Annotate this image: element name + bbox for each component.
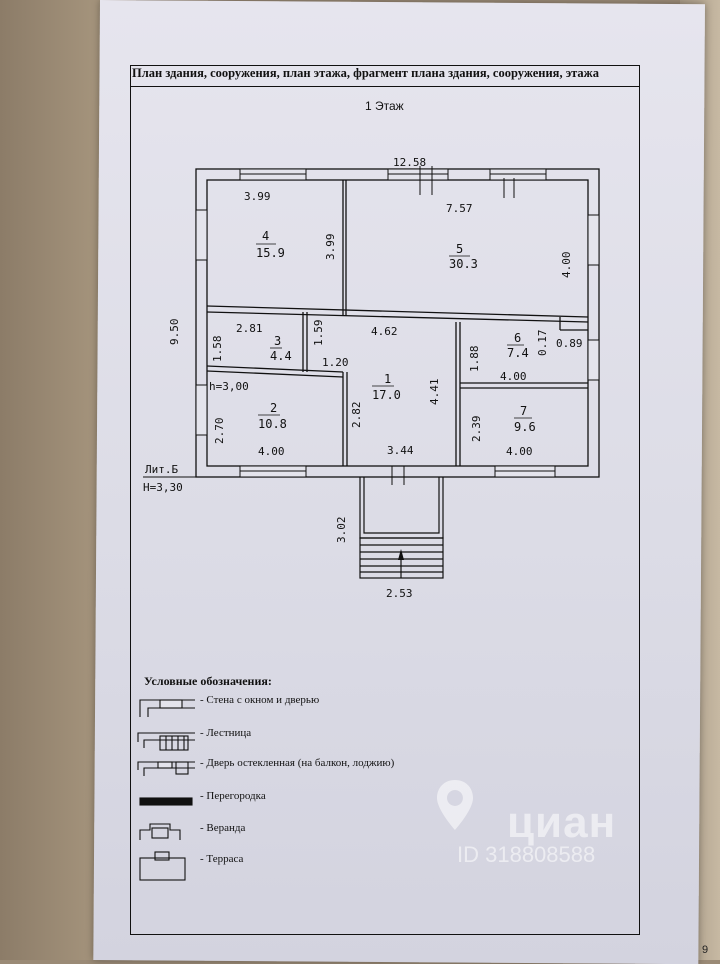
dim-r2-bottom: 4.00 (258, 445, 285, 458)
room-number: 2 (270, 401, 277, 415)
location-pin-icon (437, 780, 473, 830)
dim-r2-side: 2.70 (213, 418, 226, 445)
room-number: 1 (384, 372, 391, 386)
room-number: 4 (262, 229, 269, 243)
window (587, 339, 600, 381)
document-title: План здания, сооружения, план этажа, фра… (132, 66, 599, 80)
room-area: 7.4 (507, 346, 529, 360)
dim-r1-left: 2.82 (350, 402, 363, 429)
dim-r6-right: 0.17 (536, 330, 549, 357)
legend-partition-symbol (139, 797, 193, 806)
window (195, 209, 208, 261)
page-number: 9 (702, 944, 709, 956)
dim-r1-small: 1.20 (322, 356, 349, 369)
dim-r1-side: 4.41 (428, 379, 441, 406)
legend-glazed-door-symbol (137, 761, 195, 776)
dim-r1-bottom: 3.44 (387, 444, 414, 457)
dim-r6-bottom: 4.00 (500, 370, 527, 383)
room-area: 10.8 (258, 417, 287, 431)
background-left (0, 0, 110, 960)
dim-porch-depth: 3.02 (335, 517, 348, 544)
legend-title: Условные обозначения: (144, 674, 272, 688)
window (587, 214, 600, 266)
document-frame (130, 65, 640, 935)
room-area: 17.0 (372, 388, 401, 402)
lit-label: Лит.Б (145, 463, 178, 476)
dim-r3-width: 2.81 (236, 322, 263, 335)
dim-r6-left: 1.88 (468, 346, 481, 373)
legend-veranda-symbol (139, 823, 181, 840)
legend-item-stairs: - Лестница (200, 727, 252, 739)
dim-r3-right: 1.59 (312, 320, 325, 347)
dim-left: 9.50 (168, 319, 181, 346)
dim-r5-top: 7.57 (446, 202, 473, 215)
dim-top: 12.58 (393, 156, 426, 169)
legend-item-glazed-door: - Дверь остекленная (на балкон, лоджию) (200, 757, 395, 769)
room-area: 9.6 (514, 420, 536, 434)
wall (206, 305, 589, 318)
stair-arrow-icon (398, 549, 404, 560)
legend-terrace-symbol (139, 851, 186, 881)
wall (206, 365, 344, 373)
room-number: 5 (456, 242, 463, 256)
dim-porch-width: 2.53 (386, 587, 413, 600)
legend-item-terrace: - Терраса (200, 853, 244, 865)
wall (206, 311, 589, 323)
room-area: 4.4 (270, 349, 292, 363)
dim-r4-side: 3.99 (324, 234, 337, 261)
watermark-id: ID 318808588 (457, 842, 596, 867)
room-number: 3 (274, 334, 281, 348)
title-divider (130, 86, 640, 87)
dim-r5-side: 4.00 (560, 252, 573, 279)
floor-label: 1 Этаж (365, 99, 404, 113)
room-number: 6 (514, 331, 521, 345)
dim-r7-side: 2.39 (470, 416, 483, 443)
legend-item-partition: - Перегородка (200, 790, 266, 802)
legend-wall-symbol (139, 699, 195, 717)
legend-item-wall: - Стена с окном и дверью (200, 694, 320, 706)
porch (359, 477, 444, 579)
room-number: 7 (520, 404, 527, 418)
window (195, 384, 208, 436)
dim-r4-top: 3.99 (244, 190, 271, 203)
legend-item-veranda: - Веранда (200, 822, 246, 834)
dim-r3-left: 1.58 (211, 336, 224, 363)
dim-r7-bottom: 4.00 (506, 445, 533, 458)
room-area: 15.9 (256, 246, 285, 260)
legend-stairs-symbol (137, 732, 195, 751)
dim-r6-corner: 0.89 (556, 337, 583, 350)
room-area: 30.3 (449, 257, 478, 271)
ceiling-height: h=3,00 (209, 380, 249, 393)
watermark-logo: циан (507, 798, 617, 847)
wall (206, 370, 344, 378)
dim-r1-top: 4.62 (371, 325, 398, 338)
height-label: Н=3,30 (143, 481, 183, 494)
